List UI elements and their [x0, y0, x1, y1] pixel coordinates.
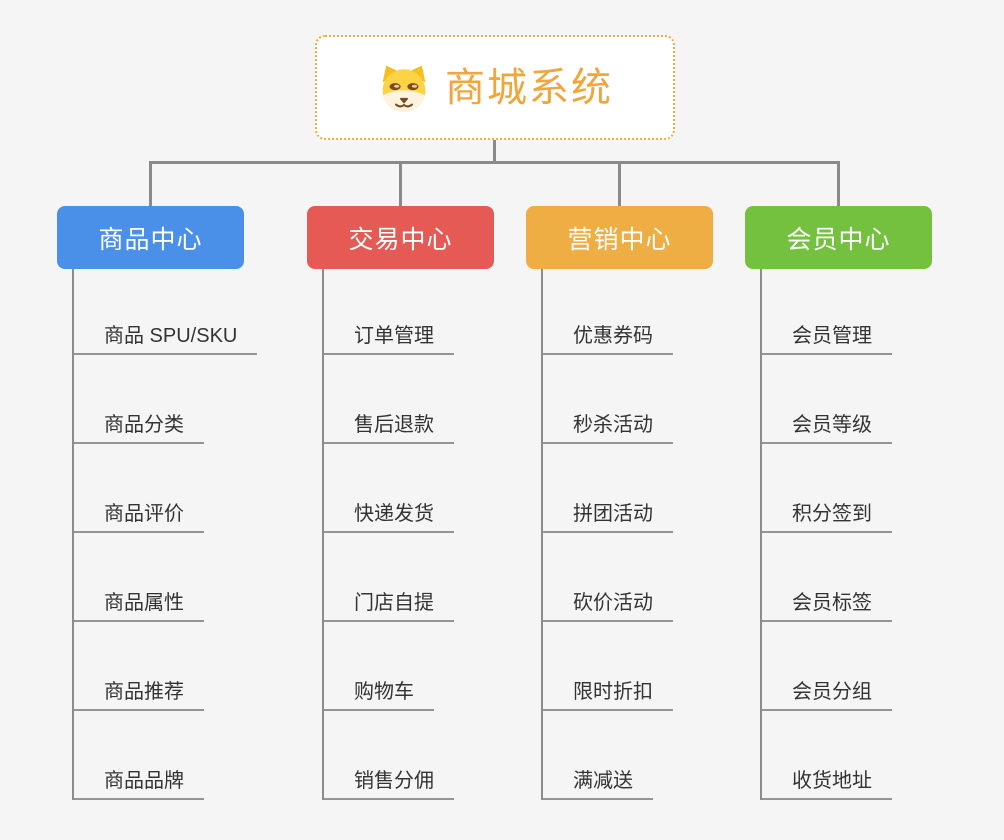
tree-leaf[interactable]: 砍价活动 — [543, 591, 673, 622]
connector-drop — [399, 164, 402, 206]
tree-leaf[interactable]: 秒杀活动 — [543, 413, 673, 444]
root-node[interactable]: 商城系统 — [315, 35, 675, 140]
tree-leaf[interactable]: 销售分佣 — [324, 769, 454, 800]
branch-header-member[interactable]: 会员中心 — [745, 206, 932, 269]
tree-leaf[interactable]: 满减送 — [543, 769, 653, 800]
branch-header-marketing[interactable]: 营销中心 — [526, 206, 713, 269]
tree-leaf[interactable]: 会员管理 — [762, 324, 892, 355]
tree-leaf[interactable]: 优惠券码 — [543, 324, 673, 355]
root-title: 商城系统 — [445, 65, 613, 110]
branch-children: 会员管理 会员等级 积分签到 会员标签 会员分组 收货地址 — [760, 269, 932, 800]
tree-leaf[interactable]: 购物车 — [324, 680, 434, 711]
tree-leaf[interactable]: 拼团活动 — [543, 502, 673, 533]
tree-leaf[interactable]: 会员标签 — [762, 591, 892, 622]
tree-leaf[interactable]: 快递发货 — [324, 502, 454, 533]
tree-leaf[interactable]: 积分签到 — [762, 502, 892, 533]
tree-leaf[interactable]: 门店自提 — [324, 591, 454, 622]
tree-leaf[interactable]: 订单管理 — [324, 324, 454, 355]
tree-leaf[interactable]: 限时折扣 — [543, 680, 673, 711]
branch-header-trade[interactable]: 交易中心 — [307, 206, 494, 269]
tree-leaf[interactable]: 商品评价 — [74, 502, 204, 533]
dog-face-icon — [377, 63, 431, 113]
tree-leaf[interactable]: 收货地址 — [762, 769, 892, 800]
branch-column-product: 商品中心 商品 SPU/SKU 商品分类 商品评价 商品属性 商品推荐 商品品牌 — [57, 206, 258, 800]
tree-leaf[interactable]: 会员等级 — [762, 413, 892, 444]
connector-stem — [493, 140, 496, 163]
tree-leaf[interactable]: 商品分类 — [74, 413, 204, 444]
tree-leaf[interactable]: 商品属性 — [74, 591, 204, 622]
tree-leaf[interactable]: 商品推荐 — [74, 680, 204, 711]
tree-leaf[interactable]: 商品品牌 — [74, 769, 204, 800]
branch-children: 商品 SPU/SKU 商品分类 商品评价 商品属性 商品推荐 商品品牌 — [72, 269, 258, 800]
connector-drop — [618, 164, 621, 206]
connector-bus — [149, 161, 840, 164]
branch-column-member: 会员中心 会员管理 会员等级 积分签到 会员标签 会员分组 收货地址 — [745, 206, 932, 800]
branch-children: 订单管理 售后退款 快递发货 门店自提 购物车 销售分佣 — [322, 269, 494, 800]
tree-leaf[interactable]: 商品 SPU/SKU — [74, 324, 258, 355]
tree-leaf[interactable]: 售后退款 — [324, 413, 454, 444]
tree-leaf[interactable]: 会员分组 — [762, 680, 892, 711]
connector-drop — [837, 164, 840, 206]
branch-column-trade: 交易中心 订单管理 售后退款 快递发货 门店自提 购物车 销售分佣 — [307, 206, 494, 800]
branch-column-marketing: 营销中心 优惠券码 秒杀活动 拼团活动 砍价活动 限时折扣 满减送 — [526, 206, 713, 800]
branch-header-product[interactable]: 商品中心 — [57, 206, 244, 269]
connector-drop — [149, 164, 152, 206]
branch-children: 优惠券码 秒杀活动 拼团活动 砍价活动 限时折扣 满减送 — [541, 269, 713, 800]
